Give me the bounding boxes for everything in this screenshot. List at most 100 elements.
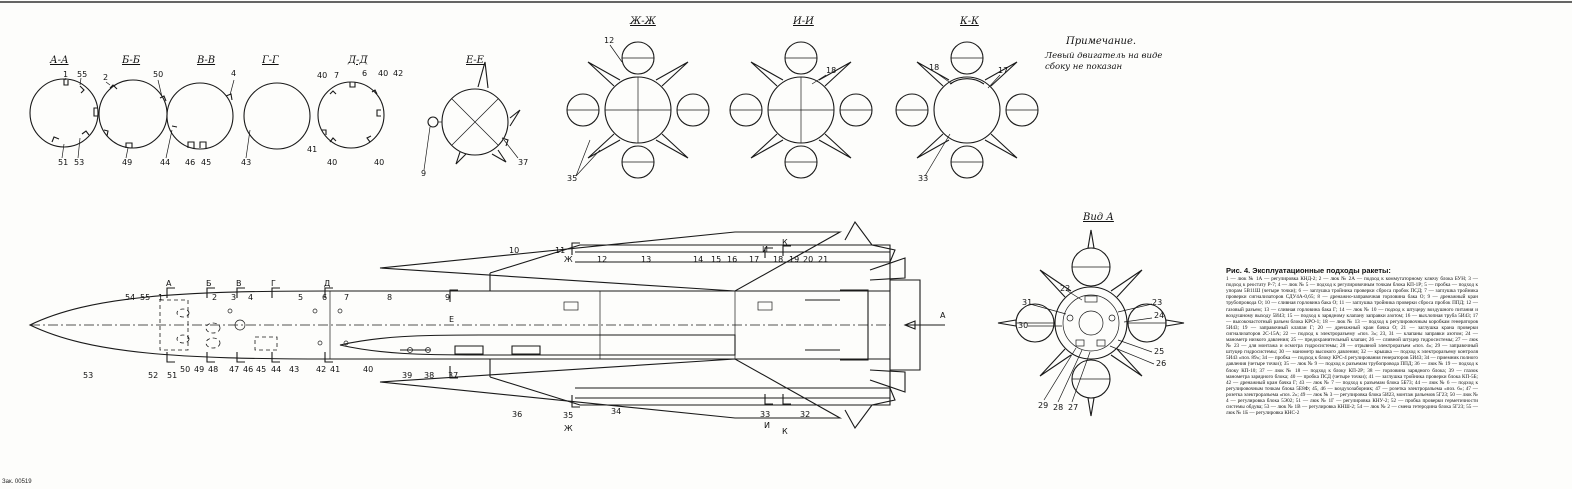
figure-title: Рис. 4. Эксплуатационные подходы ракеты: bbox=[1226, 268, 1391, 275]
section-gg-title: Г-Г bbox=[261, 55, 279, 66]
side-label-g: Г bbox=[271, 279, 276, 288]
section-aa-title: А-А bbox=[49, 55, 69, 66]
label-vid-31: 31 bbox=[1022, 298, 1032, 307]
section-ee-title: Е-Е bbox=[465, 55, 485, 66]
side-label-9: 9 bbox=[445, 293, 450, 302]
side-label-46: 46 bbox=[243, 365, 253, 374]
side-label-d: Д bbox=[324, 279, 330, 288]
label-kk-17: 17 bbox=[998, 66, 1008, 75]
label-dd-40b: 40 bbox=[378, 69, 388, 78]
side-label-2: 2 bbox=[212, 293, 217, 302]
label-dd-40d: 40 bbox=[374, 158, 384, 167]
side-label-11: 11 bbox=[555, 246, 565, 255]
side-label-8: 8 bbox=[387, 293, 392, 302]
label-vv-44: 44 bbox=[160, 158, 170, 167]
label-aa-51: 51 bbox=[58, 158, 68, 167]
section-gg: Г-Г 43 bbox=[241, 55, 311, 167]
side-label-51: 51 bbox=[167, 371, 177, 380]
side-mid-labels: 54 55 1 А Б 2 3 В 4 Г 5 6 Д 7 8 9 Е bbox=[125, 279, 454, 324]
side-label-44: 44 bbox=[271, 365, 281, 374]
label-dd-41: 41 bbox=[307, 145, 317, 154]
figure-caption-block: Рис. 4. Эксплуатационные подходы ракеты:… bbox=[1226, 268, 1478, 418]
side-label-k-bot: К bbox=[782, 427, 788, 436]
section-ii: И-И 18 bbox=[729, 16, 873, 179]
label-vv-4: 4 bbox=[231, 69, 236, 78]
side-label-35: 35 bbox=[563, 411, 573, 420]
side-label-54: 54 bbox=[125, 293, 135, 302]
side-label-15: 15 bbox=[711, 255, 721, 264]
side-label-47: 47 bbox=[229, 365, 239, 374]
side-label-6: 6 bbox=[322, 293, 327, 302]
label-dd-42: 42 bbox=[393, 69, 403, 78]
label-bb-50: 50 bbox=[153, 70, 163, 79]
side-label-40: 40 bbox=[363, 365, 373, 374]
label-dd-7: 7 bbox=[334, 71, 339, 80]
view-a-title: Вид А bbox=[1082, 212, 1114, 223]
note-line-2: сбоку не показан bbox=[1045, 61, 1122, 72]
view-arrow-label: А bbox=[940, 311, 946, 320]
section-zhzh: Ж-Ж 12 35 bbox=[566, 16, 710, 183]
label-vid-26: 26 bbox=[1156, 359, 1166, 368]
figure-caption-text: 1 — люк № 1А — регулировка КНД-2; 2 — лю… bbox=[1226, 276, 1478, 417]
side-label-20: 20 bbox=[803, 255, 813, 264]
side-label-3: 3 bbox=[231, 293, 236, 302]
section-dd-title: Д-Д bbox=[347, 55, 369, 66]
section-ee: Е-Е 9 37 bbox=[421, 55, 528, 178]
label-dd-6: 6 bbox=[362, 69, 367, 78]
section-dd: Д-Д 40 7 6 40 42 41 40 40 bbox=[307, 55, 403, 167]
side-view: А bbox=[28, 220, 946, 430]
side-label-18: 18 bbox=[773, 255, 783, 264]
side-label-17: 17 bbox=[749, 255, 759, 264]
side-label-49: 49 bbox=[194, 365, 204, 374]
section-vv-title: В-В bbox=[196, 55, 215, 66]
side-label-36: 36 bbox=[512, 410, 522, 419]
section-zhzh-title: Ж-Ж bbox=[629, 16, 657, 27]
side-label-39: 39 bbox=[402, 371, 412, 380]
side-label-12: 12 bbox=[597, 255, 607, 264]
label-vid-23: 23 bbox=[1152, 298, 1162, 307]
label-gg-43: 43 bbox=[241, 158, 251, 167]
label-vid-29: 29 bbox=[1038, 401, 1048, 410]
section-bb: Б-Б 2 50 49 bbox=[98, 55, 168, 167]
side-label-48: 48 bbox=[208, 365, 218, 374]
section-vv: В-В 4 44 46 45 bbox=[160, 55, 236, 167]
label-vv-45: 45 bbox=[201, 158, 211, 167]
view-a: Вид А 22 23 24 31 30 25 26 29 28 27 bbox=[997, 212, 1185, 417]
side-label-50: 50 bbox=[180, 365, 190, 374]
side-label-19: 19 bbox=[789, 255, 799, 264]
side-label-33: 33 bbox=[760, 410, 770, 419]
side-label-1: 1 bbox=[158, 293, 163, 302]
side-label-k-top: К bbox=[782, 238, 788, 247]
side-label-21: 21 bbox=[818, 255, 828, 264]
section-kk: К-К 18 17 33 bbox=[895, 16, 1039, 183]
section-ii-title: И-И bbox=[792, 16, 814, 27]
label-vid-30: 30 bbox=[1018, 321, 1028, 330]
label-zhzh-12: 12 bbox=[604, 36, 614, 45]
side-label-34: 34 bbox=[611, 407, 621, 416]
side-label-zh-bot: Ж bbox=[564, 424, 573, 433]
side-label-10: 10 bbox=[509, 246, 519, 255]
label-vid-22: 22 bbox=[1060, 284, 1070, 293]
side-label-53: 53 bbox=[83, 371, 93, 380]
side-bot-labels: 53 52 51 50 49 48 47 46 45 44 43 42 41 4… bbox=[83, 365, 810, 436]
label-dd-40a: 40 bbox=[317, 71, 327, 80]
footer-order-number: Зак. 00519 bbox=[2, 479, 32, 485]
label-dd-40c: 40 bbox=[327, 158, 337, 167]
label-aa-55: 55 bbox=[77, 70, 87, 79]
side-label-41: 41 bbox=[330, 365, 340, 374]
side-label-32: 32 bbox=[800, 410, 810, 419]
side-label-a: А bbox=[166, 279, 172, 288]
label-ee-37: 37 bbox=[518, 158, 528, 167]
label-vid-25: 25 bbox=[1154, 347, 1164, 356]
side-label-i-bot: И bbox=[764, 421, 770, 430]
side-label-13: 13 bbox=[641, 255, 651, 264]
note-title: Примечание. bbox=[1065, 36, 1136, 47]
section-kk-title: К-К bbox=[959, 16, 979, 27]
side-label-zh-top: Ж bbox=[564, 255, 573, 264]
label-ee-9: 9 bbox=[421, 169, 426, 178]
side-label-e: Е bbox=[449, 315, 454, 324]
label-aa-1: 1 bbox=[63, 70, 68, 79]
side-label-38: 38 bbox=[424, 371, 434, 380]
